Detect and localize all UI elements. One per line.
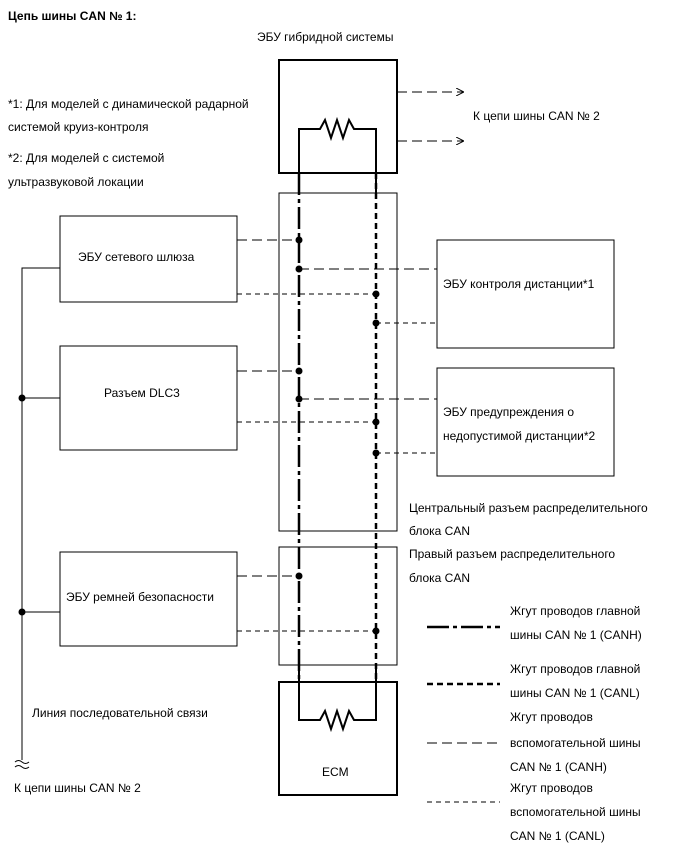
junction-dot: [372, 449, 380, 457]
distance-ecu-box: [436, 239, 615, 349]
to-can2-right-label: К цепи шины CAN № 2: [473, 109, 600, 123]
note2-line2: ультразвуковой локации: [8, 175, 144, 189]
hybrid-resistor: [298, 116, 377, 195]
note1-line1: *1: Для моделей с динамической радарной: [8, 97, 249, 111]
junction-dot: [295, 367, 303, 375]
seatbelt-ecu-label: ЭБУ ремней безопасности: [66, 590, 214, 604]
legend-aux-canl-line2: вспомогательной шины: [510, 805, 641, 819]
dlc3-label: Разъем DLC3: [104, 386, 180, 400]
junction-dot: [372, 319, 380, 327]
junction-dots: [18, 236, 380, 635]
to-can2-left-label: К цепи шины CAN № 2: [14, 781, 141, 795]
ecm-label: ECM: [322, 765, 349, 779]
junction-dot: [295, 572, 303, 580]
junction-dot: [295, 395, 303, 403]
warning-ecu-label-line1: ЭБУ предупреждения о: [443, 405, 575, 419]
hybrid-ecu-label: ЭБУ гибридной системы: [257, 30, 394, 44]
right-junction-label-line2: блока CAN: [409, 571, 471, 585]
junction-dot: [295, 236, 303, 244]
warning-ecu-label-line2: недопустимой дистанции*2: [443, 429, 596, 443]
note2-line1: *2: Для моделей с системой: [8, 151, 165, 165]
legend-lines: [427, 625, 500, 803]
junction-dot: [372, 418, 380, 426]
legend-main-canh-line1: Жгут проводов главной: [510, 604, 641, 618]
gateway-ecu-box: [59, 215, 238, 303]
legend-main-canl-line2: шины CAN № 1 (CANL): [510, 686, 640, 700]
legend-aux-canl-line1: Жгут проводов: [510, 781, 593, 795]
ecm-resistor: [298, 665, 377, 733]
legend-aux-canh-line3: CAN № 1 (CANH): [510, 760, 607, 774]
seatbelt-ecu-box: [59, 551, 238, 647]
serial-line-label: Линия последовательной связи: [32, 706, 208, 720]
legend-aux-canh-line1: Жгут проводов: [510, 710, 593, 724]
ecm-box: [278, 681, 398, 796]
diagram-title: Цепь шины CAN № 1:: [8, 9, 137, 23]
warning-ecu-box: [436, 367, 615, 477]
legend-main-canl-line1: Жгут проводов главной: [510, 662, 641, 676]
central-junction-box: [278, 192, 398, 532]
hybrid-ecu-box: [278, 59, 398, 174]
junction-dot: [295, 265, 303, 273]
right-junction-box: [278, 546, 398, 666]
junction-dot: [372, 627, 380, 635]
legend-aux-canh-line2: вспомогательной шины: [510, 736, 641, 750]
central-junction-label-line1: Центральный разъем распределительного: [409, 501, 648, 515]
break-symbol-icon: [14, 760, 30, 769]
central-junction-label-line2: блока CAN: [409, 524, 471, 538]
gateway-ecu-label: ЭБУ сетевого шлюза: [78, 250, 195, 264]
distance-ecu-label: ЭБУ контроля дистанции*1: [443, 277, 595, 291]
serial-line: [14, 267, 60, 769]
legend-aux-canl-line3: CAN № 1 (CANL): [510, 829, 605, 843]
legend-main-canh-line2: шины CAN № 1 (CANH): [510, 628, 642, 642]
junction-dot: [372, 290, 380, 298]
note1-line2: системой круиз-контроля: [8, 120, 149, 134]
right-junction-label-line1: Правый разъем распределительного: [409, 547, 616, 561]
